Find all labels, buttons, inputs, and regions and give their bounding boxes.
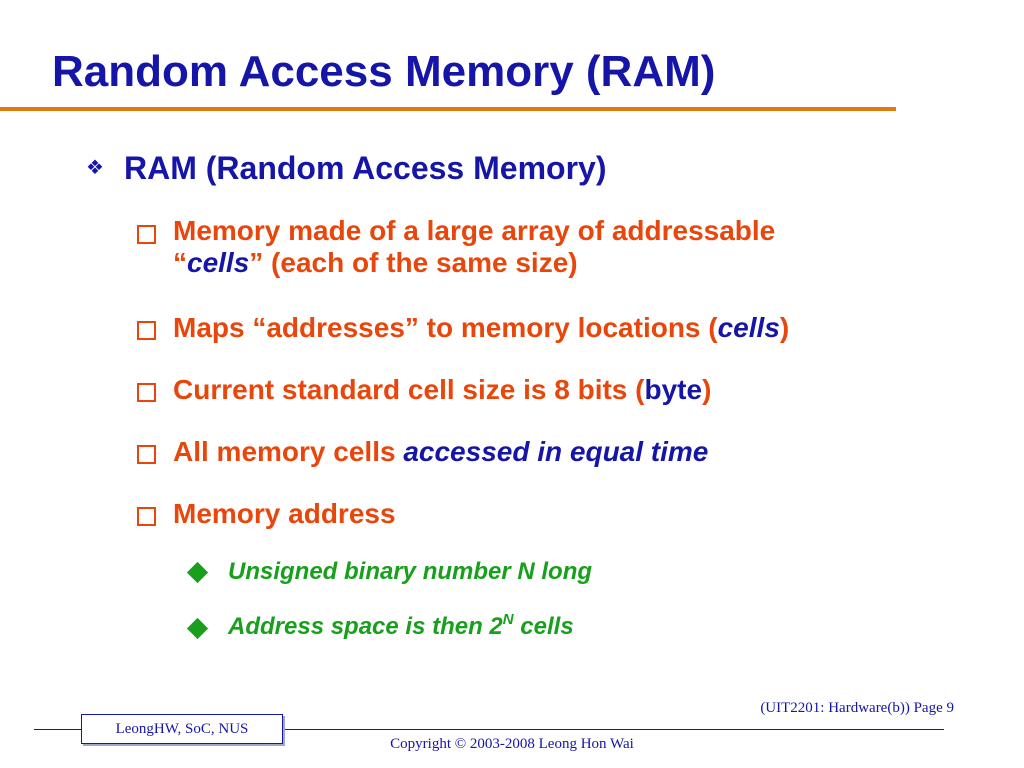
hollow-square-bullet-icon <box>137 225 156 244</box>
same-size-text: ” (each of the same size) <box>249 247 578 279</box>
quote-open: “ <box>173 247 187 279</box>
bullet-equal-time: All memory cells accessed in equal time <box>173 436 708 468</box>
cells-term: cells <box>717 312 780 343</box>
copyright-notice: Copyright © 2003-2008 Leong Hon Wai <box>390 736 634 752</box>
hollow-square-bullet-icon <box>137 507 156 526</box>
hollow-square-bullet-icon <box>137 445 156 464</box>
bullet-memory-address: Memory address <box>173 498 396 529</box>
cells-text: cells <box>513 613 574 640</box>
bullet-memory-array: Memory made of a large array of addressa… <box>173 215 775 279</box>
footer-rule <box>34 729 944 730</box>
cell-size-text: Current standard cell size is 8 bits ( <box>173 374 645 405</box>
hollow-square-bullet-icon <box>137 321 156 340</box>
close-paren: ) <box>779 312 790 343</box>
main-bullet-text: RAM (Random Access Memory) <box>124 150 607 186</box>
author-label: LeongHW, SoC, NUS <box>81 714 283 744</box>
filled-diamond-bullet-icon <box>186 617 209 640</box>
bullet-memory-array-line1: Memory made of a large array of addressa… <box>173 215 776 246</box>
hollow-square-bullet-icon <box>137 383 156 402</box>
title-underline <box>0 107 896 111</box>
address-space-text: Address space is then 2 <box>228 613 503 640</box>
sub-bullet-unsigned-binary: Unsigned binary number N long <box>228 558 593 585</box>
maps-text: Maps “addresses” to memory locations ( <box>173 312 718 343</box>
byte-term: byte <box>644 374 703 405</box>
cells-term: cells <box>187 247 250 279</box>
bullet-cell-size: Current standard cell size is 8 bits (by… <box>173 374 711 406</box>
page-reference: (UIT2201: Hardware(b)) Page 9 <box>760 700 954 716</box>
close-paren: ) <box>702 374 712 405</box>
equal-time-text: All memory cells <box>173 436 404 467</box>
bullet-memory-array-line2: “cells” (each of the same size) <box>173 247 775 279</box>
equal-time-emphasis: accessed in equal time <box>403 436 709 467</box>
slide-title: Random Access Memory (RAM) <box>52 47 716 96</box>
exponent-n: N <box>502 611 514 628</box>
bullet-maps-addresses: Maps “addresses” to memory locations (ce… <box>173 312 789 344</box>
four-diamond-bullet-icon: ❖ <box>86 157 104 179</box>
sub-bullet-address-space: Address space is then 2N cells <box>228 611 574 641</box>
filled-diamond-bullet-icon <box>186 561 209 584</box>
